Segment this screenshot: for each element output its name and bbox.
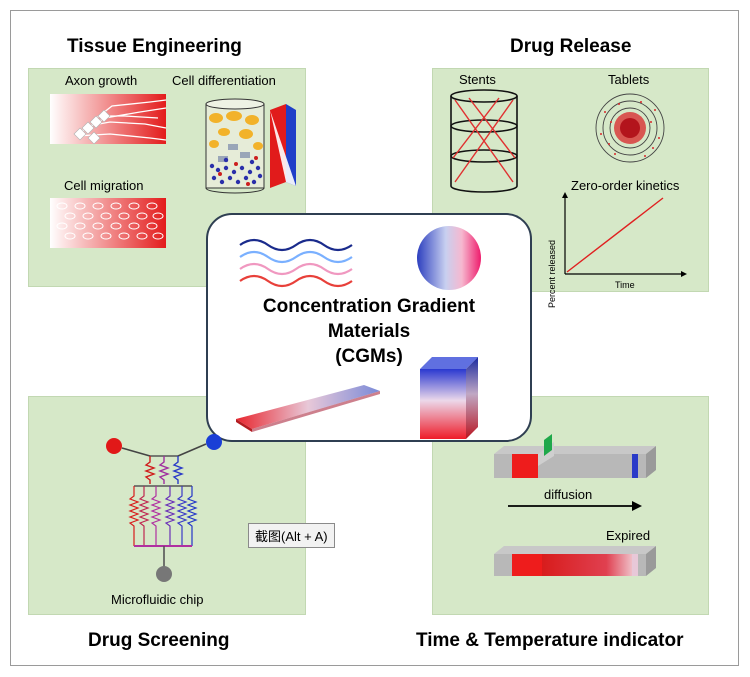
cgm-title-line3: (CGMs) [335,346,403,367]
cell-differentiation-illustration [205,98,296,194]
cgm-center-box: Concentration Gradient Materials (CGMs) [206,213,532,442]
percent-released-axis-label: Percent released [547,240,557,308]
gradient-wavy-lines [239,238,353,288]
cgm-title-line2: Materials [327,321,411,342]
zero-order-kinetics-plot: Percent released Time [547,192,687,308]
microfluidic-chip-label: Microfluidic chip [111,592,204,607]
cell-migration-illustration [50,198,166,248]
tablets-label: Tablets [608,72,650,87]
zero-order-kinetics-label: Zero-order kinetics [571,178,680,193]
figure-frame [10,10,739,666]
tablet-illustration [595,93,665,163]
time-temperature-title: Time & Temperature indicator [416,630,684,651]
gradient-strip [236,385,380,432]
cell-migration-label: Cell migration [64,178,144,193]
cgm-title-line1: Concentration Gradient [262,296,476,317]
stent-illustration [450,89,518,193]
axon-growth-label: Axon growth [65,73,138,88]
cell-differentiation-label: Cell differentiation [172,73,276,88]
tissue-engineering-title: Tissue Engineering [67,36,242,57]
screenshot-tooltip: 截图(Alt + A) [248,523,335,548]
microfluidic-chip-illustration [106,434,222,582]
gradient-sphere [417,226,481,290]
time-axis-label: Time [615,280,635,290]
diffusion-label: diffusion [544,487,592,502]
gradient-cube [420,357,478,439]
axon-growth-illustration [50,94,167,145]
stents-label: Stents [459,72,496,87]
tti-illustration: diffusion Expired [494,434,656,576]
drug-screening-title: Drug Screening [88,630,230,651]
drug-release-title: Drug Release [510,36,632,57]
expired-label: Expired [606,528,650,543]
